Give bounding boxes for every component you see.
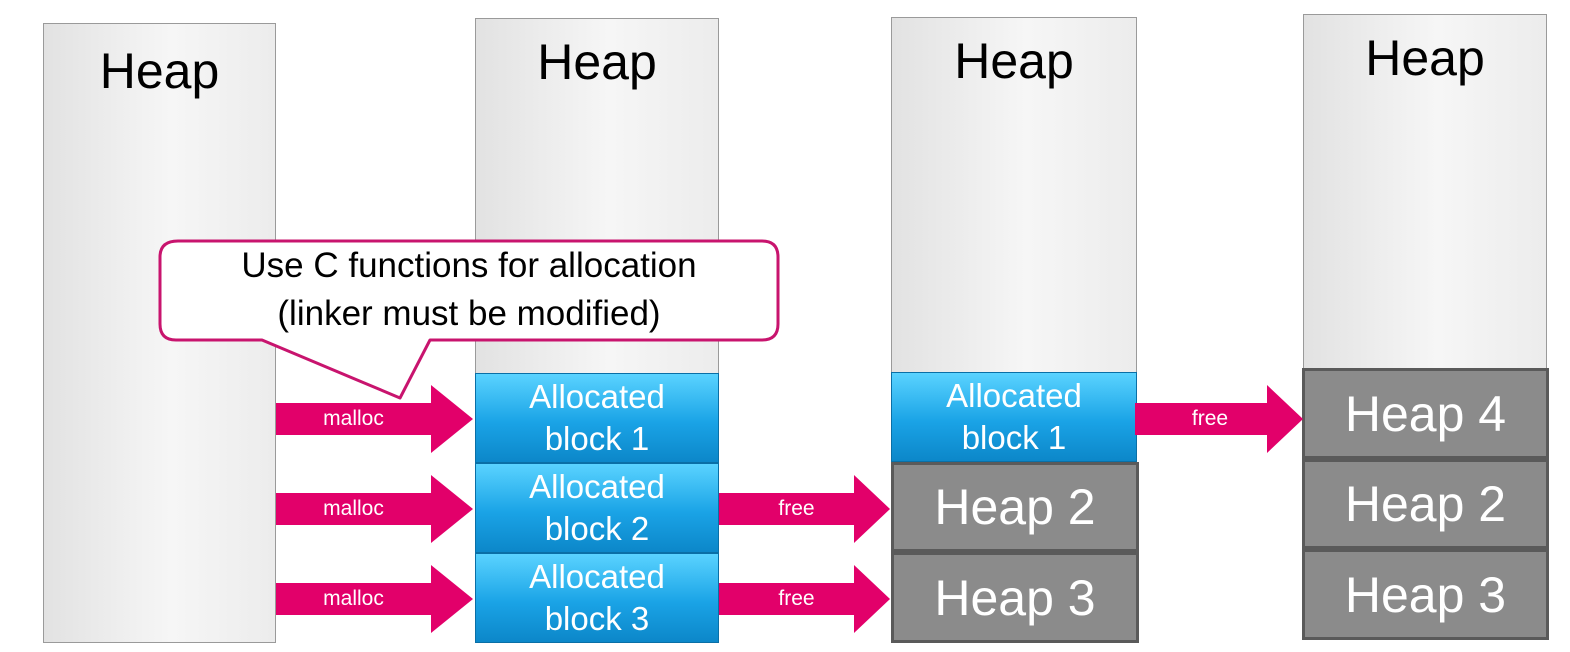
callout-line-1: Use C functions for allocation (241, 246, 697, 285)
callout-text: Use C functions for allocation (linker m… (160, 242, 778, 338)
col3-allocated-block-1-line1: Allocated (946, 377, 1082, 414)
allocated-block-1-line2: block 1 (544, 420, 650, 457)
allocated-block-2-line2: block 2 (544, 510, 650, 547)
arrow-shape-icon (719, 475, 890, 543)
malloc-arrow-3: malloc (276, 565, 473, 633)
heap-column-3: Heap (891, 17, 1137, 374)
allocated-block-1-line1: Allocated (529, 378, 665, 415)
arrow-shape-icon (276, 565, 473, 633)
free-arrow-1: free (719, 475, 890, 543)
malloc-label-3: malloc (323, 587, 384, 610)
heap-title-2: Heap (537, 34, 657, 90)
col4-heap-2-block: Heap 2 (1302, 459, 1549, 549)
col3-heap-2-block: Heap 2 (891, 462, 1139, 552)
malloc-label-2: malloc (323, 497, 384, 520)
col3-allocated-block-1: Allocated block 1 (891, 372, 1137, 462)
arrow-shape-icon (1135, 385, 1303, 453)
free-label-1: free (778, 497, 815, 520)
arrow-shape-icon (719, 565, 890, 633)
col4-heap-3-block: Heap 3 (1302, 549, 1549, 640)
col3-heap-3-block: Heap 3 (891, 552, 1139, 643)
free-label-3: free (1191, 407, 1229, 430)
free-label-2: free (778, 587, 815, 610)
arrow-shape-icon (276, 385, 473, 453)
callout-line-2: (linker must be modified) (277, 294, 661, 333)
malloc-arrow-2: malloc (276, 475, 473, 543)
allocated-block-3: Allocated block 3 (475, 553, 719, 643)
allocated-block-2-line1: Allocated (529, 468, 665, 505)
col3-allocated-block-1-line2: block 1 (961, 419, 1067, 456)
heap-title-4: Heap (1365, 30, 1485, 86)
col4-heap-4-block: Heap 4 (1302, 368, 1549, 459)
heap-title-1: Heap (99, 43, 220, 99)
allocated-block-1: Allocated block 1 (475, 373, 719, 463)
heap-column-4: Heap (1303, 14, 1547, 369)
arrow-shape-icon (276, 475, 473, 543)
malloc-arrow-1: malloc (276, 385, 473, 453)
malloc-label-1: malloc (323, 407, 384, 430)
free-arrow-2: free (719, 565, 890, 633)
free-arrow-3: free (1135, 385, 1303, 453)
heap-title-3: Heap (954, 33, 1074, 89)
allocated-block-3-line1: Allocated (529, 558, 665, 595)
allocated-block-2: Allocated block 2 (475, 463, 719, 553)
allocated-block-3-line2: block 3 (544, 600, 650, 637)
